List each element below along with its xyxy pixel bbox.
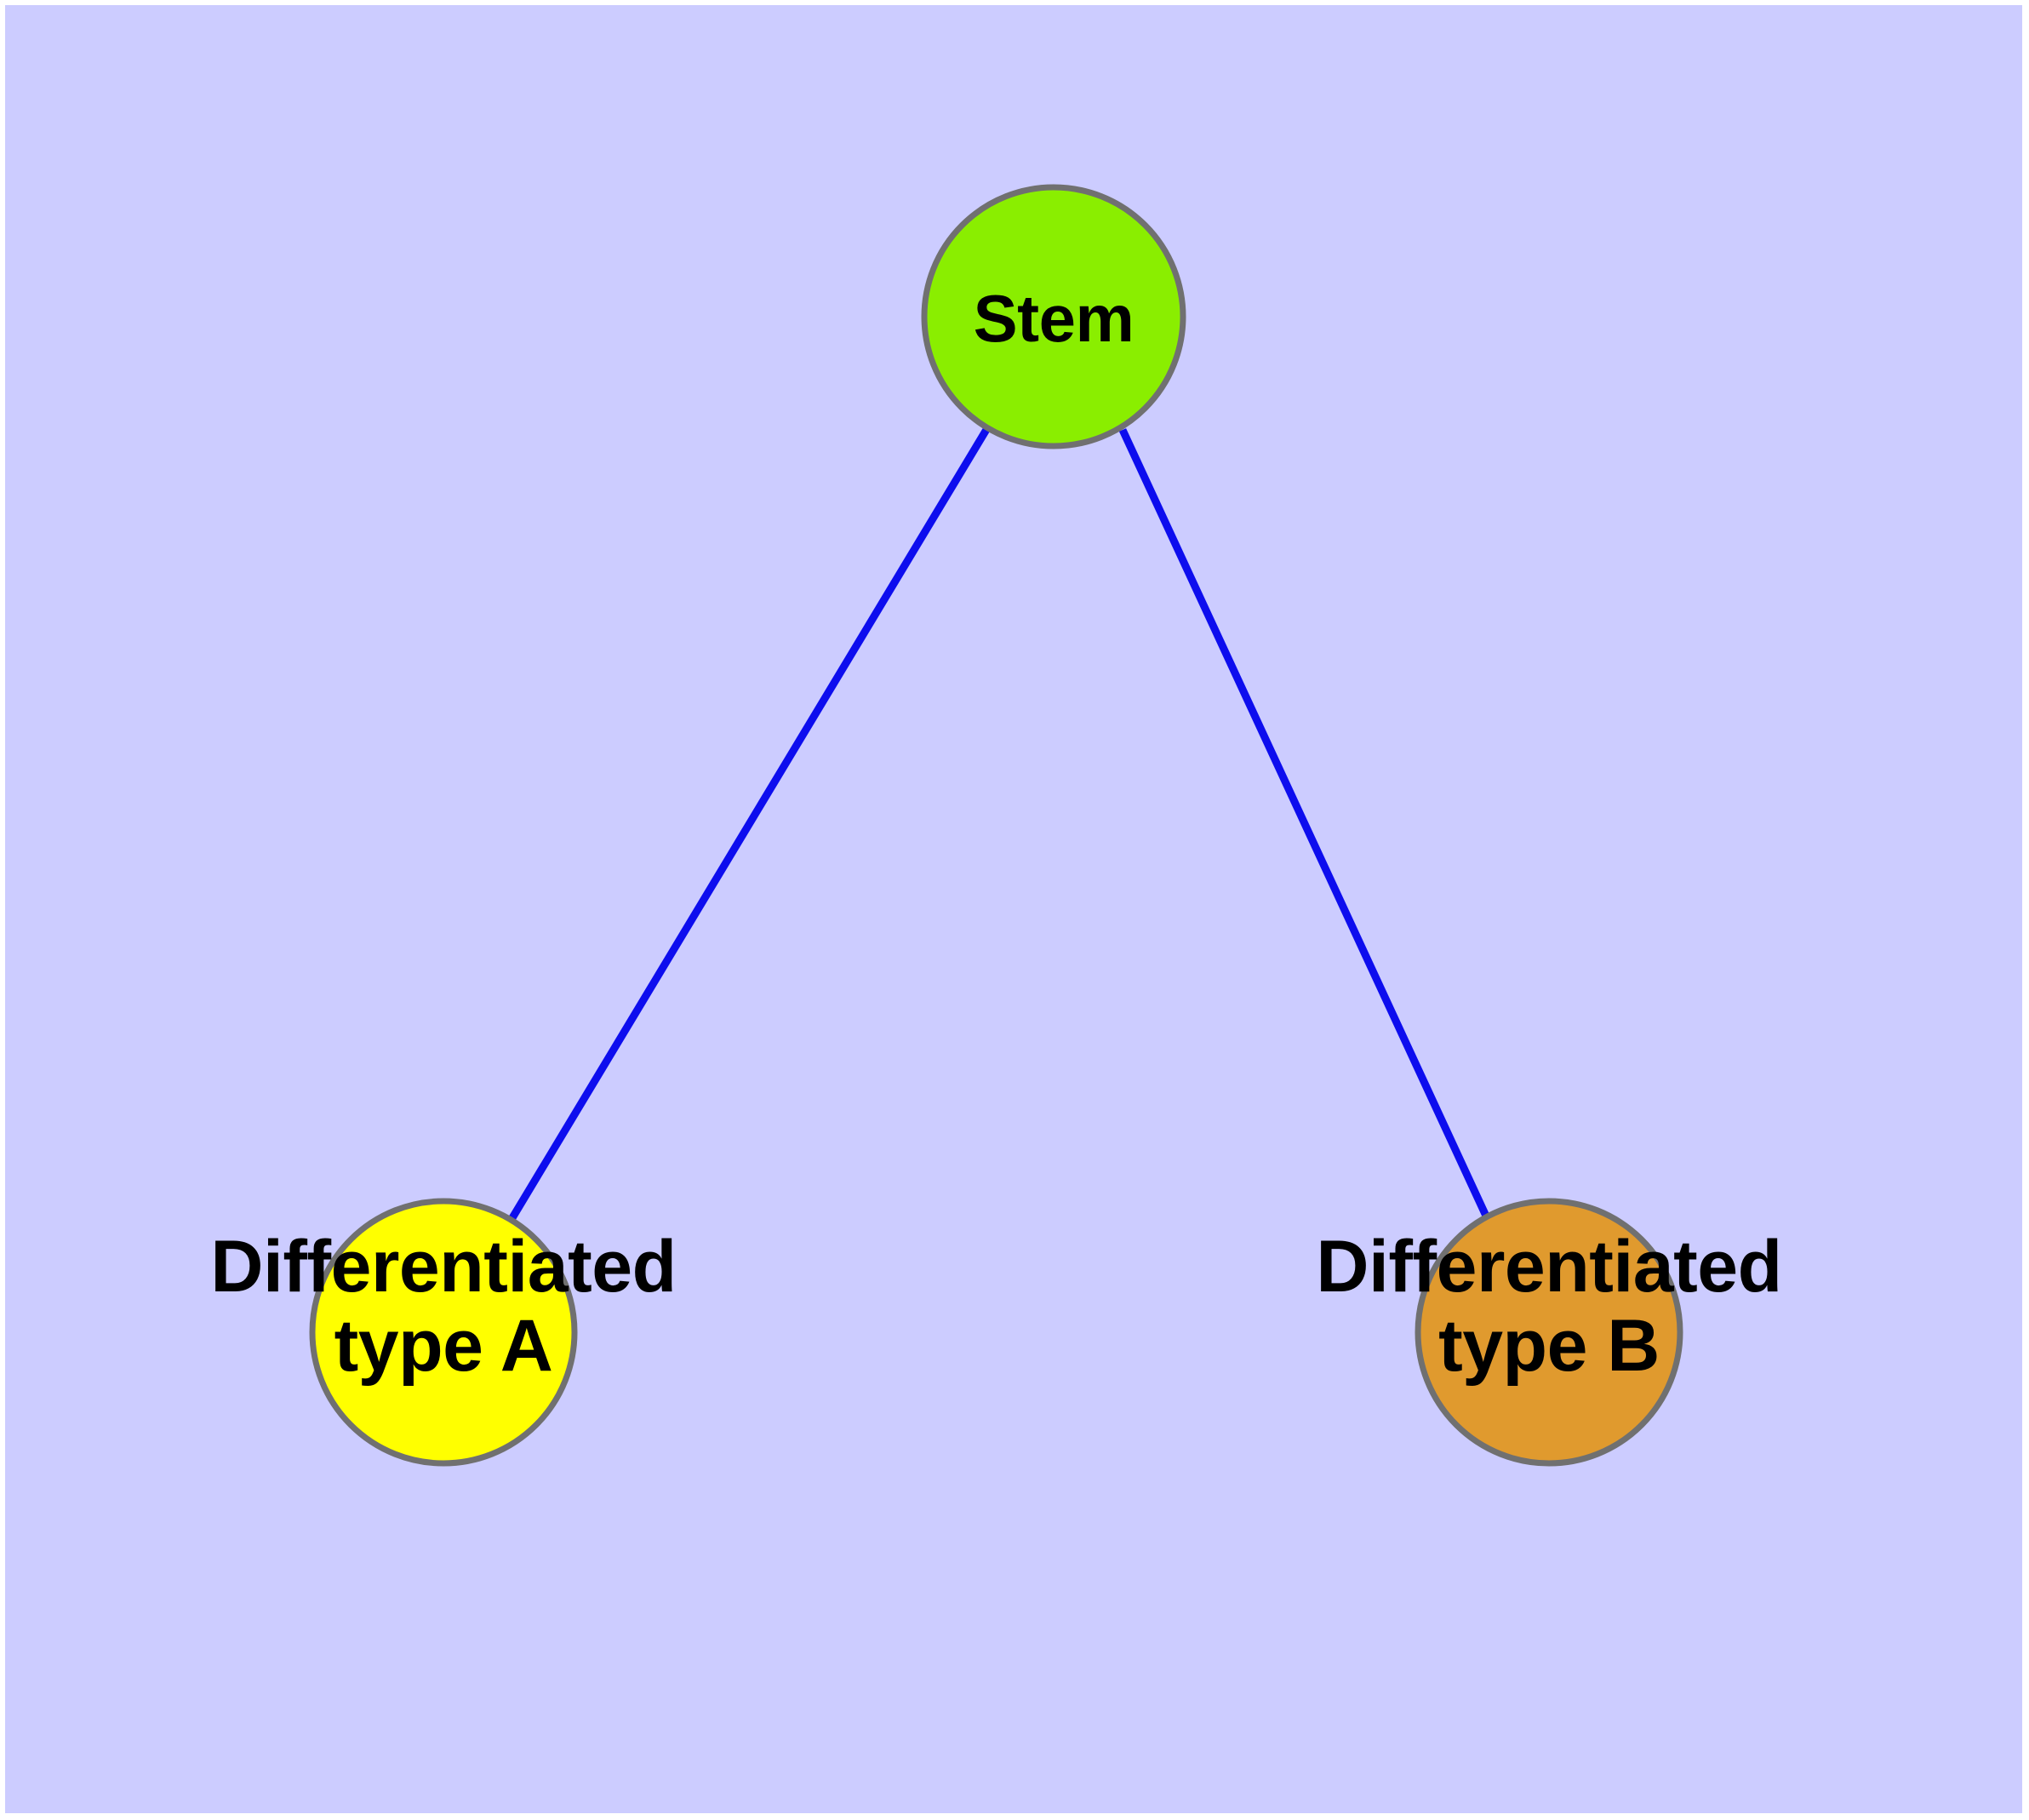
edge-stem-to-diff-a[interactable] bbox=[507, 426, 991, 1223]
edge-layer bbox=[507, 426, 1494, 1225]
node-stem[interactable] bbox=[921, 184, 1186, 449]
node-differentiated-type-b[interactable] bbox=[1415, 1198, 1683, 1467]
edge-stem-to-diff-b[interactable] bbox=[1118, 428, 1494, 1225]
diagram-canvas: Stem Differentiated type A Differentiate… bbox=[5, 5, 2022, 1813]
graph-svg bbox=[309, 184, 1683, 1467]
node-layer bbox=[309, 184, 1683, 1467]
node-differentiated-type-a[interactable] bbox=[309, 1198, 578, 1467]
